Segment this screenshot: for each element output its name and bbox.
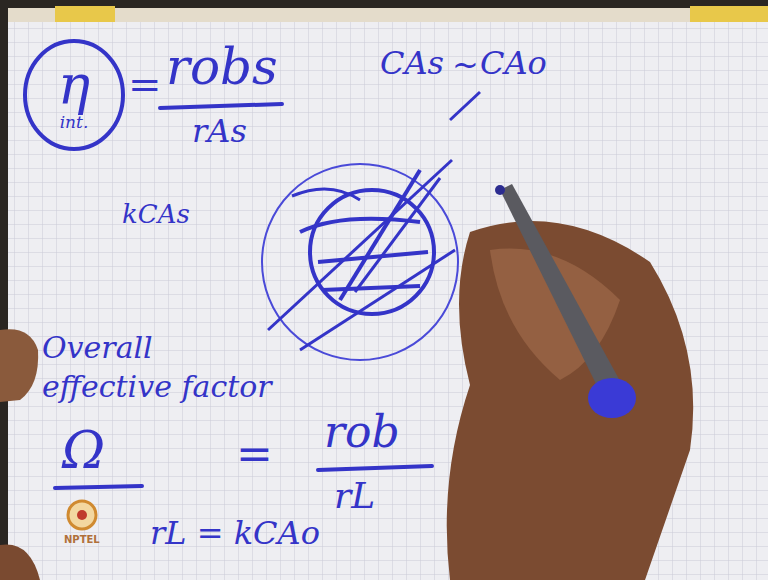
expression: kCAs: [122, 200, 190, 229]
concentration-symbol: CAs: [380, 46, 444, 81]
rate-symbol: rL: [334, 476, 375, 516]
rate-symbol: robs: [166, 40, 278, 95]
rate-symbol: rob: [324, 408, 400, 456]
symbol: Ω: [62, 422, 105, 479]
symbol-text: η: [58, 58, 90, 115]
concentration-symbol: CAo: [480, 46, 547, 81]
subscript-text: int.: [60, 114, 89, 132]
equals-sign: =: [128, 62, 162, 106]
rate-symbol: rAs: [192, 114, 247, 149]
circled-symbol: ηint.: [22, 38, 126, 152]
heading-note: Overall effective factor: [42, 328, 292, 406]
equals-sign: =: [236, 430, 273, 478]
equation: rL = kCAo: [150, 516, 320, 551]
watermark: NPTEL: [64, 534, 100, 545]
approx-sign: ~: [452, 48, 479, 83]
